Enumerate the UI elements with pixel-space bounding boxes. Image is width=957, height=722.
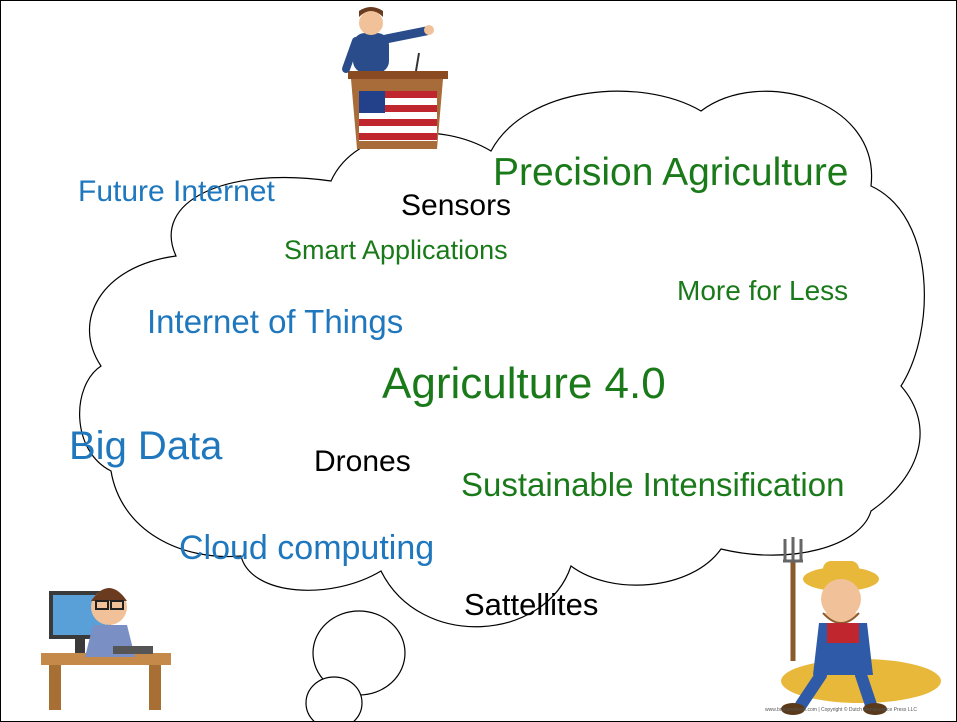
term-future-internet: Future Internet bbox=[78, 175, 275, 208]
image-credit: www.bmvanstevell.com | Copyright © Dutch… bbox=[765, 707, 917, 713]
term-big-data: Big Data bbox=[69, 424, 223, 468]
term-precision-agriculture: Precision Agriculture bbox=[493, 151, 849, 194]
term-smart-applications: Smart Applications bbox=[284, 235, 508, 265]
term-sensors: Sensors bbox=[401, 189, 512, 222]
farmer-with-pitchfork-icon bbox=[781, 537, 941, 715]
term-more-for-less: More for Less bbox=[677, 275, 849, 306]
term-internet-of-things: Internet of Things bbox=[147, 303, 404, 340]
term-agriculture-4-0: Agriculture 4.0 bbox=[382, 359, 666, 408]
politician-at-podium-icon bbox=[342, 7, 448, 149]
term-sattellites: Sattellites bbox=[464, 587, 599, 622]
thought-cloud-outline bbox=[79, 90, 925, 628]
programmer-at-computer-icon bbox=[41, 588, 171, 710]
term-sustainable-intensification: Sustainable Intensification bbox=[461, 466, 845, 503]
thought-bubble-small bbox=[305, 676, 363, 721]
term-drones: Drones bbox=[314, 445, 411, 478]
term-cloud-computing: Cloud computing bbox=[179, 529, 435, 567]
